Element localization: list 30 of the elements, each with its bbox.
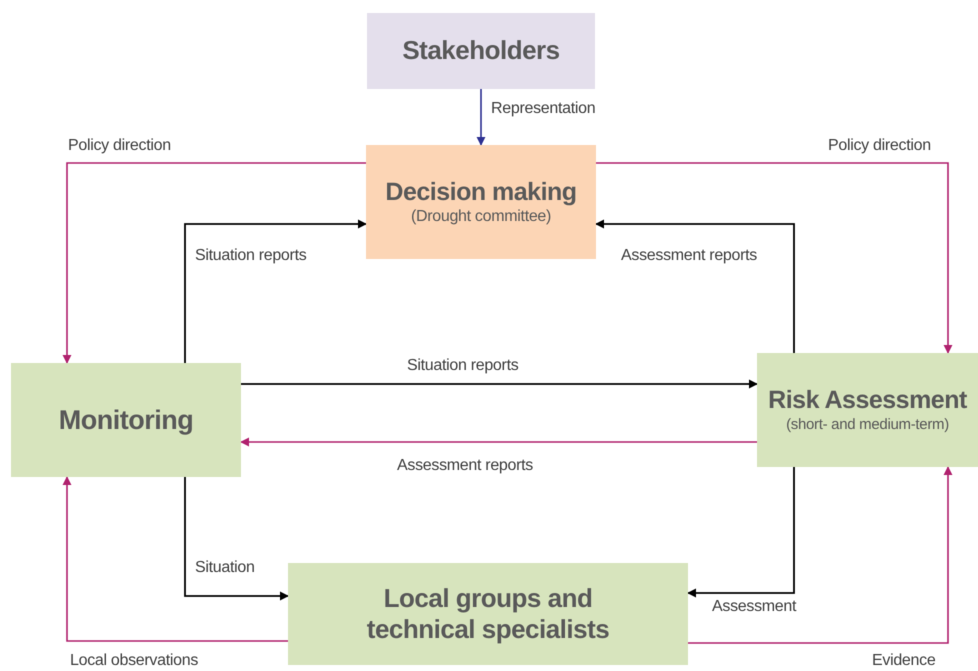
edge-label: Assessment reports xyxy=(395,456,535,476)
box-title: Decision making xyxy=(385,176,577,207)
arrow xyxy=(240,438,757,446)
arrow xyxy=(184,220,367,363)
edge-label: Representation xyxy=(489,99,598,118)
arrow xyxy=(241,380,758,388)
box-title: Local groups and technical specialists xyxy=(366,582,610,646)
arrow xyxy=(595,220,795,353)
process-box xyxy=(757,353,978,467)
arrow xyxy=(184,477,289,600)
box-title: Risk Assessment xyxy=(768,385,967,416)
process-box xyxy=(367,13,595,89)
edge-label: Situation reports xyxy=(193,246,308,266)
arrow xyxy=(688,466,952,644)
arrow xyxy=(62,476,288,642)
arrow xyxy=(596,162,952,354)
box-subtitle: (short- and medium-term) xyxy=(786,415,949,435)
process-box xyxy=(366,145,596,259)
box-title: Monitoring xyxy=(58,404,194,436)
process-box xyxy=(11,363,241,477)
edge-label: Assessment reports xyxy=(619,246,759,266)
edge-label: Policy direction xyxy=(66,136,173,156)
box-subtitle: (Drought committee) xyxy=(410,206,552,227)
arrow xyxy=(62,162,366,364)
arrow xyxy=(687,467,795,598)
process-box xyxy=(288,563,688,665)
arrow xyxy=(476,89,486,146)
edge-label: Policy direction xyxy=(826,136,933,156)
box-title: Stakeholders xyxy=(402,35,560,67)
edge-label: Situation reports xyxy=(405,356,520,376)
